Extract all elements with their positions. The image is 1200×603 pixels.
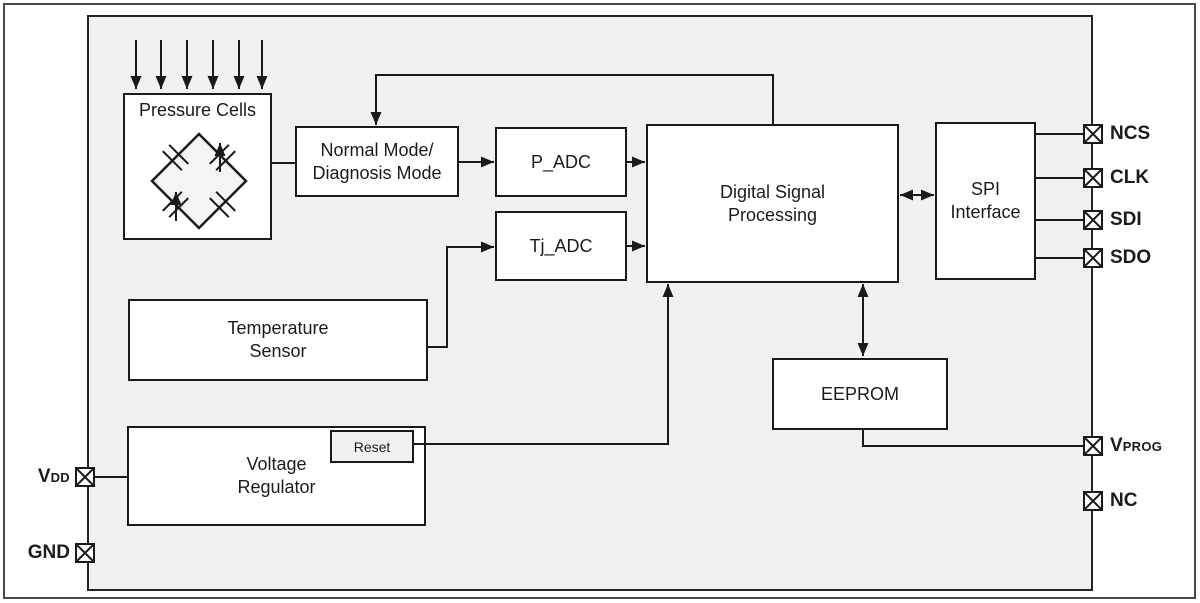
normal-diagnosis-mode-block: Normal Mode/ Diagnosis Mode <box>295 126 459 197</box>
pin-label-sdo: SDO <box>1110 247 1152 268</box>
eeprom-block: EEPROM <box>772 358 948 430</box>
eeprom-label: EEPROM <box>820 383 899 404</box>
pin-label-vdd: VDD <box>20 465 70 489</box>
pressure-cells-label: Pressure Cells <box>138 100 257 120</box>
spi-interface-block: SPI Interface <box>935 122 1036 280</box>
spi-interface-label: SPI Interface <box>950 179 1021 222</box>
diagram-frame <box>3 3 1196 599</box>
pin-label-vprog-main: V <box>1110 435 1123 456</box>
pin-label-gnd: GND <box>27 542 70 563</box>
digital-signal-processing-label: Digital Signal Processing <box>719 181 826 225</box>
pin-label-vdd-main: V <box>37 466 51 487</box>
pressure-cells-block: Pressure Cells <box>123 93 272 240</box>
temperature-sensor-block: Temperature Sensor <box>128 299 428 381</box>
pin-label-vprog: VPROG <box>1110 434 1162 458</box>
p-adc-label: P_ADC <box>530 151 592 172</box>
pin-label-vdd-sub: DD <box>50 470 70 485</box>
reset-label: Reset <box>353 438 391 455</box>
pin-label-vprog-sub: PROG <box>1122 439 1163 454</box>
digital-signal-processing-block: Digital Signal Processing <box>646 124 899 283</box>
reset-block: Reset <box>330 430 414 463</box>
tj-adc-block: Tj_ADC <box>495 211 627 281</box>
temperature-sensor-label: Temperature Sensor <box>227 318 329 361</box>
pin-label-sdi: SDI <box>1110 209 1142 230</box>
pin-label-ncs: NCS <box>1110 123 1151 144</box>
pin-label-nc: NC <box>1110 490 1138 511</box>
tj-adc-label: Tj_ADC <box>529 235 593 256</box>
pin-label-clk: CLK <box>1110 167 1150 188</box>
voltage-regulator-label: Voltage Regulator <box>237 454 316 497</box>
normal-diagnosis-mode-label: Normal Mode/ Diagnosis Mode <box>312 139 442 183</box>
p-adc-block: P_ADC <box>495 127 627 197</box>
